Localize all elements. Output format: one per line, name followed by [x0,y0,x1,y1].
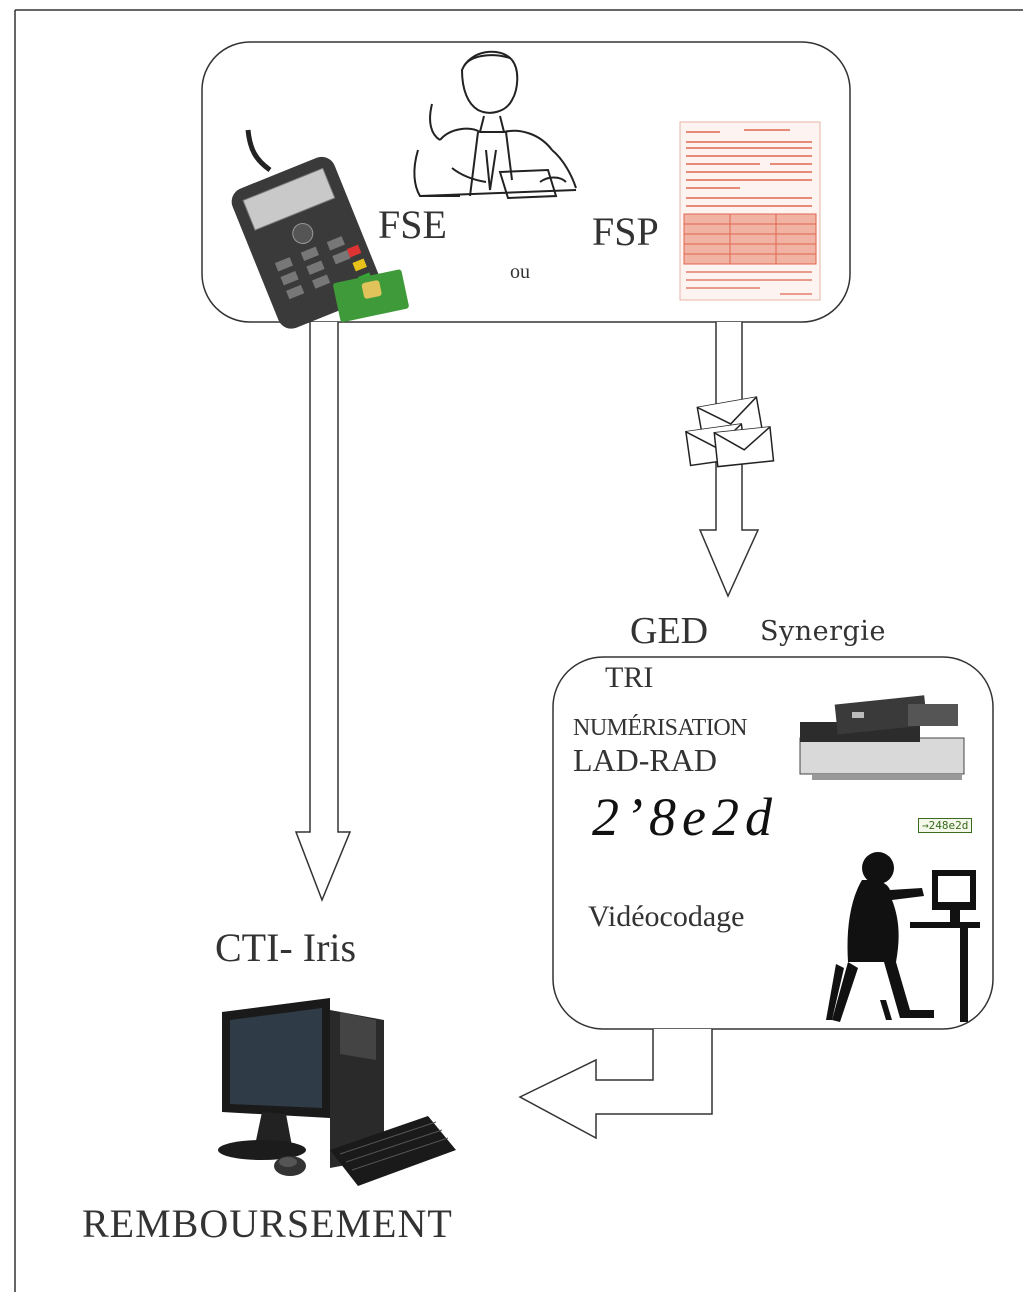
cti-iris-label: CTI- Iris [215,925,357,970]
ged-label: GED [630,610,709,652]
remboursement-label: REMBOURSEMENT [82,1201,453,1246]
paper-form-icon [679,121,821,301]
operator-at-computer-icon [826,852,980,1022]
doctor-icon [413,50,577,200]
scanner-icon [799,695,965,780]
lad-rad-label: LAD-RAD [573,742,717,778]
card-terminal-icon [231,129,409,329]
synergie-label: Synergie [760,616,886,647]
desktop-computer-icon [218,998,456,1186]
captcha-text: 2’8e2d [592,787,778,847]
arrow-ged-to-remboursement [518,1029,713,1140]
tri-label: TRI [605,661,654,694]
ou-label: ou [510,261,530,283]
arrow-fse-to-cti [294,322,352,903]
numerisation-label: NUMÉRISATION [573,715,748,741]
fse-label: FSE [378,202,447,247]
captcha-result: →248e2d [918,818,973,833]
top-box [201,41,851,323]
ged-box [552,656,994,1030]
envelopes-icon [685,396,775,468]
videocodage-label: Vidéocodage [588,900,745,933]
fsp-label: FSP [592,209,659,254]
